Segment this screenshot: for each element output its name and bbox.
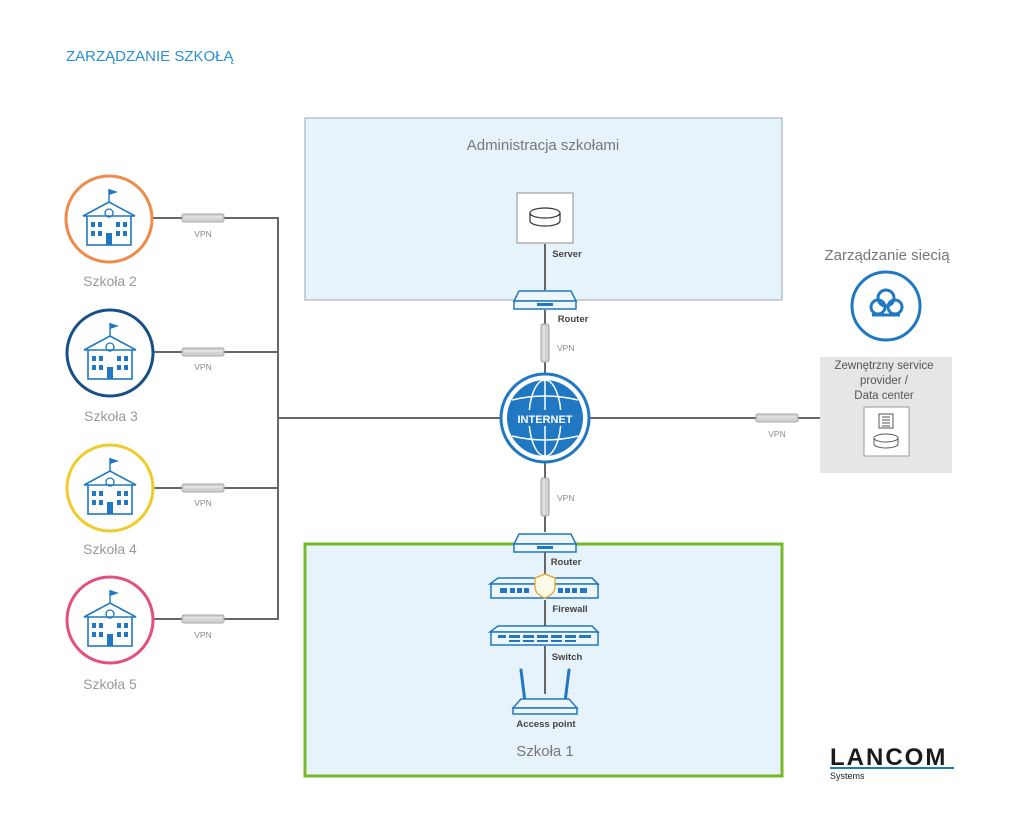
server-node: Server xyxy=(516,192,582,260)
school-label: Szkoła 2 xyxy=(83,273,137,289)
school-node-3: Szkoła 3 xyxy=(65,308,155,424)
internet-node: INTERNET xyxy=(499,372,591,464)
school1-router-label: Router xyxy=(551,557,582,568)
provider-line-2: provider / xyxy=(860,375,909,387)
school-label: Szkoła 3 xyxy=(84,408,138,424)
school-node-5: Szkoła 5 xyxy=(65,575,155,692)
school1-switch-label: Switch xyxy=(552,652,583,663)
logo-name: LANCOM xyxy=(830,744,947,771)
school-node-4: Szkoła 4 xyxy=(65,443,155,557)
vpn-label: VPN xyxy=(194,498,211,508)
connection-lines xyxy=(153,217,820,694)
vpn-tunnel xyxy=(540,323,550,363)
vpn-tunnel xyxy=(181,347,225,357)
vpn-tunnel xyxy=(181,483,225,493)
database-icon xyxy=(529,207,561,227)
lancom-logo: LANCOM Systems xyxy=(830,744,954,781)
vpn-label: VPN xyxy=(194,630,211,640)
provider-line-1: Zewnętrzny service xyxy=(834,360,933,372)
vpn-tunnel xyxy=(181,213,225,223)
internet-label: INTERNET xyxy=(518,414,573,426)
network-mgmt-label: Zarządzanie siecią xyxy=(824,247,950,264)
school1-label: Szkoła 1 xyxy=(516,743,574,760)
logo-sub: Systems xyxy=(830,771,865,781)
cloud-icon xyxy=(869,288,904,317)
switch-icon xyxy=(487,625,600,646)
vpn-label: VPN xyxy=(557,493,574,503)
vpn-label: VPN xyxy=(768,429,785,439)
school-node-2: Szkoła 2 xyxy=(64,174,154,289)
provider-line-3: Data center xyxy=(854,390,914,402)
globe-icon xyxy=(499,372,591,464)
admin-router-label: Router xyxy=(558,314,589,325)
vpn-label: VPN xyxy=(194,362,211,372)
admin-area-label: Administracja szkołami xyxy=(467,137,620,154)
vpn-label: VPN xyxy=(557,343,574,353)
vpn-tunnel xyxy=(181,614,225,624)
page-title: ZARZĄDZANIE SZKOŁĄ xyxy=(66,48,235,65)
vpn-tunnel xyxy=(755,413,799,423)
vpn-tunnel xyxy=(540,477,550,517)
server-label: Server xyxy=(552,249,582,260)
school-label: Szkoła 5 xyxy=(83,676,137,692)
datacenter-icon xyxy=(863,406,910,457)
firewall-icon xyxy=(487,573,600,599)
cloud-node xyxy=(850,270,922,342)
access-point-icon xyxy=(511,668,579,715)
school-label: Szkoła 4 xyxy=(83,541,137,557)
router-icon xyxy=(513,290,577,310)
school1-firewall-label: Firewall xyxy=(552,604,587,615)
vpn-label: VPN xyxy=(194,229,211,239)
school1-access-point-label: Access point xyxy=(516,719,576,730)
router-icon xyxy=(513,533,577,553)
